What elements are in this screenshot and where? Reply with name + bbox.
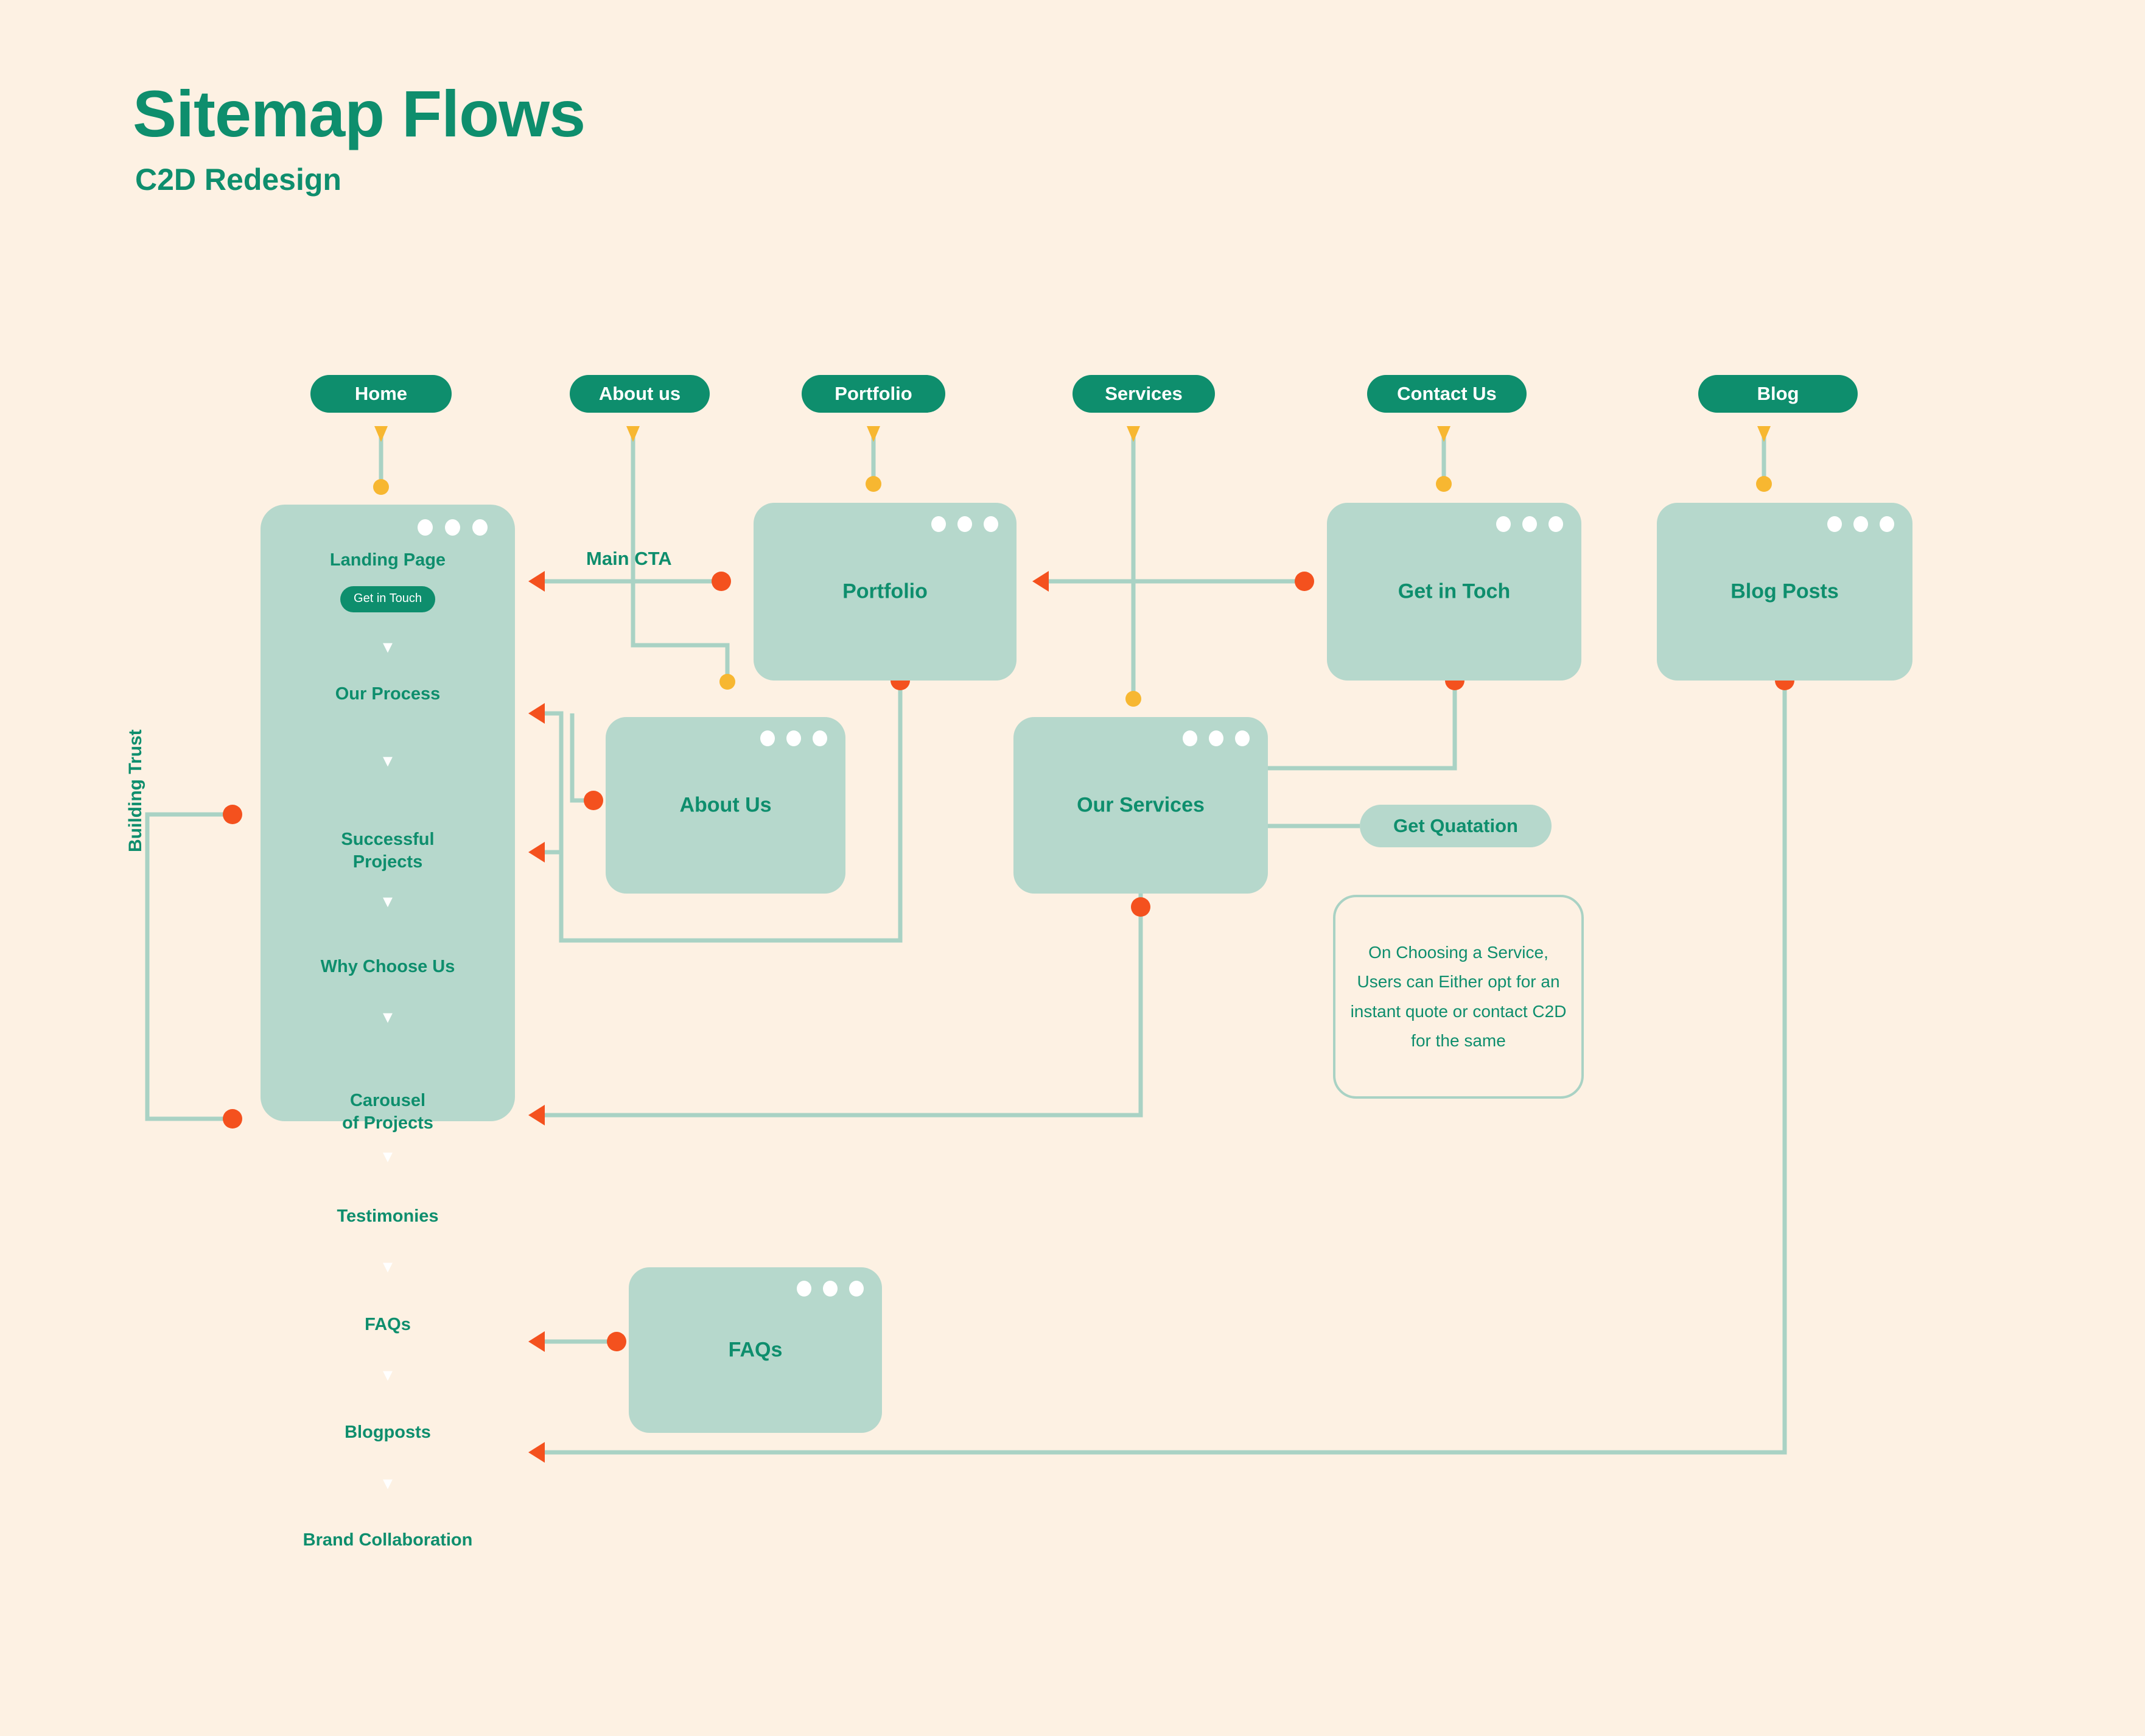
annotation-note-box: On Choosing a Service, Users can Either … <box>1333 895 1584 1099</box>
card-blog-posts[interactable]: Blog Posts <box>1657 503 1912 681</box>
window-dot <box>1853 516 1868 532</box>
card-get-in-toch[interactable]: Get in Toch <box>1327 503 1581 681</box>
card-label: FAQs <box>728 1338 783 1362</box>
sidebar-item-brand-collaboration[interactable]: Brand Collaboration <box>261 1529 515 1552</box>
window-dot <box>797 1281 811 1297</box>
sidebar-item-label: Testimonies <box>337 1206 439 1226</box>
get-quatation-button[interactable]: Get Quatation <box>1360 805 1552 847</box>
window-dot <box>418 519 433 536</box>
window-dot <box>786 730 801 746</box>
nav-pill-label: Portfolio <box>835 383 912 404</box>
annotation-note-text: On Choosing a Service, Users can Either … <box>1350 943 1567 1050</box>
window-dot <box>849 1281 864 1297</box>
flow-arrow-icon: ▼ <box>379 1147 396 1166</box>
window-dots <box>1183 730 1250 746</box>
label-building-trust: Building Trust <box>125 729 145 852</box>
window-dot <box>1183 730 1197 746</box>
sidebar-item-why-choose-us[interactable]: Why Choose Us <box>261 956 515 979</box>
flow-arrow-icon: ▼ <box>379 1258 396 1276</box>
window-dot <box>957 516 972 532</box>
sidebar-item-blogposts[interactable]: Blogposts <box>261 1421 515 1444</box>
window-dot <box>1548 516 1563 532</box>
nav-pill-label: Services <box>1105 383 1183 404</box>
flow-arrow-icon: ▼ <box>379 752 396 770</box>
sidebar-item-label: Carousel of Projects <box>342 1090 433 1133</box>
sidebar-item-label: Landing Page <box>329 550 446 570</box>
sidebar-item-label: Brand Collaboration <box>303 1530 473 1550</box>
window-dot <box>472 519 488 536</box>
sidebar-item-landing-page[interactable]: Landing Page <box>261 549 515 572</box>
window-dots <box>418 519 488 536</box>
cta-get-in-touch-button[interactable]: Get in Touch <box>340 586 435 612</box>
nav-pill-about-us[interactable]: About us <box>570 375 710 413</box>
nav-pill-portfolio[interactable]: Portfolio <box>802 375 945 413</box>
sidebar-item-label: Why Choose Us <box>320 957 455 976</box>
window-dots <box>760 730 827 746</box>
window-dots <box>931 516 998 532</box>
sidebar-item-faqs[interactable]: FAQs <box>261 1314 515 1337</box>
window-dot <box>1880 516 1894 532</box>
flow-arrow-icon: ▼ <box>379 1474 396 1493</box>
sidebar-item-our-process[interactable]: Our Process <box>261 683 515 706</box>
sidebar-item-label: Our Process <box>335 684 441 704</box>
nav-pill-blog[interactable]: Blog <box>1698 375 1858 413</box>
sidebar-item-label: Successful Projects <box>341 829 435 872</box>
window-dot <box>1235 730 1250 746</box>
page-subtitle: C2D Redesign <box>135 163 341 197</box>
card-about-us[interactable]: About Us <box>606 717 845 894</box>
sidebar-item-carousel-of-projects[interactable]: Carousel of Projects <box>261 1066 515 1135</box>
sidebar-item-label: FAQs <box>365 1315 411 1334</box>
window-dot <box>1209 730 1223 746</box>
label-main-cta: Main CTA <box>586 548 672 569</box>
card-label: Blog Posts <box>1730 579 1839 603</box>
card-label: Get in Toch <box>1398 579 1511 603</box>
window-dot <box>1496 516 1511 532</box>
nav-pill-contact-us[interactable]: Contact Us <box>1367 375 1527 413</box>
sidebar-item-testimonies[interactable]: Testimonies <box>261 1205 515 1228</box>
window-dot <box>1827 516 1842 532</box>
flow-arrow-icon: ▼ <box>379 1008 396 1026</box>
flow-arrow-icon: ▼ <box>379 638 396 656</box>
nav-pill-services[interactable]: Services <box>1072 375 1215 413</box>
nav-pill-label: Home <box>354 383 408 404</box>
card-label: Our Services <box>1077 793 1205 817</box>
window-dot <box>984 516 998 532</box>
window-dot <box>445 519 460 536</box>
flow-arrow-icon: ▼ <box>379 1366 396 1384</box>
nav-pill-label: Contact Us <box>1397 383 1497 404</box>
window-dot <box>931 516 946 532</box>
card-faqs[interactable]: FAQs <box>629 1267 882 1433</box>
sidebar-item-label: Blogposts <box>345 1423 431 1442</box>
window-dots <box>797 1281 864 1297</box>
flow-arrow-icon: ▼ <box>379 892 396 911</box>
nav-pill-label: Blog <box>1757 383 1799 404</box>
window-dots <box>1496 516 1563 532</box>
page-title: Sitemap Flows <box>133 77 586 150</box>
window-dot <box>823 1281 838 1297</box>
card-label: About Us <box>679 793 772 817</box>
card-label: Portfolio <box>842 579 928 603</box>
page-header: Sitemap Flows C2D Redesign <box>133 77 586 197</box>
cta-label: Get in Touch <box>354 592 422 605</box>
window-dots <box>1827 516 1894 532</box>
sidebar-item-successful-projects[interactable]: Successful Projects <box>261 805 515 874</box>
card-our-services[interactable]: Our Services <box>1013 717 1268 894</box>
nav-pill-label: About us <box>598 383 681 404</box>
card-portfolio[interactable]: Portfolio <box>754 503 1017 681</box>
window-dot <box>760 730 775 746</box>
window-dot <box>1522 516 1537 532</box>
get-quatation-label: Get Quatation <box>1393 815 1518 836</box>
window-dot <box>813 730 827 746</box>
nav-pill-home[interactable]: Home <box>310 375 452 413</box>
